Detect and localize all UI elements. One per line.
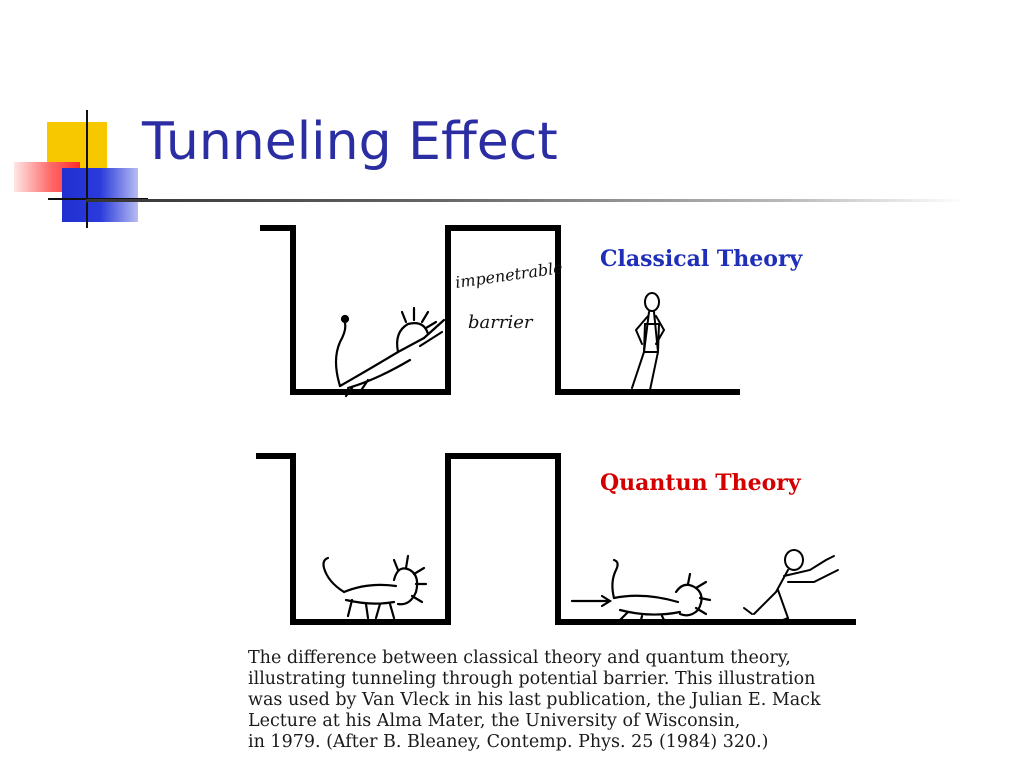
barrier-label-line1: impenetrable [454, 258, 564, 292]
caption-line: in 1979. (After B. Bleaney, Contemp. Phy… [248, 732, 769, 752]
standing-man-icon [627, 292, 666, 392]
figure-caption: The difference between classical theory … [248, 648, 868, 753]
lion-walking-icon [322, 554, 428, 620]
caption-line: was used by Van Vleck in his last public… [248, 690, 821, 710]
classical-potential-line [260, 225, 740, 395]
corner-logo-icon [0, 0, 150, 240]
classical-label: Classical Theory [600, 246, 804, 272]
caption-line: The difference between classical theory … [248, 648, 791, 668]
blue-bar [62, 168, 138, 222]
vertical-line [86, 110, 88, 228]
title-underline [86, 199, 966, 202]
classical-panel: Classical Theory impenetrable barrier [260, 225, 804, 398]
tunneled-lion-icon [570, 558, 712, 626]
caption-line: Lecture at his Alma Mater, the Universit… [248, 711, 741, 731]
quantum-label: Quantun Theory [600, 470, 802, 496]
barrier-label-line2: barrier [468, 312, 534, 333]
caption-line: illustrating tunneling through potential… [248, 669, 816, 689]
quantum-panel: Quantun Theory [256, 453, 856, 626]
arrow-icon [570, 594, 613, 608]
quantum-potential-line [256, 453, 856, 625]
tunneling-figure: Classical Theory impenetrable barrier [256, 225, 856, 626]
slide-title: Tunneling Effect [142, 112, 558, 172]
fleeing-man-icon [743, 549, 839, 625]
lion-pushing-icon [334, 306, 446, 398]
